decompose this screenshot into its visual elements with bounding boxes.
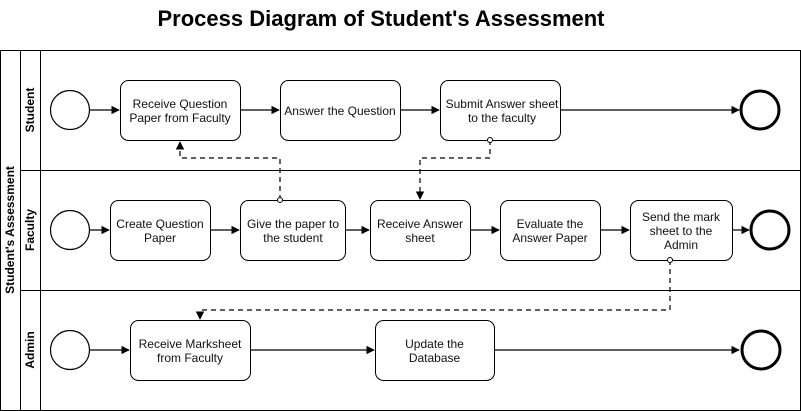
- admin-start-event: [49, 329, 91, 371]
- lane-label-admin: Admin: [23, 331, 37, 369]
- message-flow-origin: [667, 257, 673, 263]
- task-send-mark-sheet: [630, 200, 733, 261]
- admin-end-event: [740, 329, 782, 371]
- task-receive-question-paper: [120, 80, 241, 141]
- task-update-database: [375, 320, 495, 381]
- faculty-start-event: [49, 209, 91, 251]
- task-create-question-paper: [110, 200, 211, 261]
- task-give-paper: [240, 200, 346, 261]
- message-flow-origin: [277, 197, 283, 203]
- message-flow-send-to-receive-marksheet: [195, 260, 671, 320]
- faculty-end-event: [749, 209, 791, 251]
- message-flow-submit-to-receive-answer: [415, 140, 491, 200]
- pool-label: Student's Assessment: [3, 166, 17, 294]
- task-evaluate-answer-paper: [500, 200, 601, 261]
- lane-label-student: Student: [23, 87, 37, 133]
- task-receive-answer-sheet: [370, 200, 471, 261]
- task-submit-answer-sheet: [440, 80, 561, 141]
- message-flow-give-to-receive-question: [175, 141, 281, 200]
- lane-label-faculty: Faculty: [23, 208, 37, 252]
- diagram-title: Process Diagram of Student's Assessment: [157, 6, 605, 31]
- task-answer-question: [280, 80, 401, 141]
- student-end-event: [739, 89, 781, 131]
- task-receive-marksheet: [130, 320, 251, 381]
- student-start-event: [49, 89, 91, 131]
- message-flow-origin: [487, 137, 493, 143]
